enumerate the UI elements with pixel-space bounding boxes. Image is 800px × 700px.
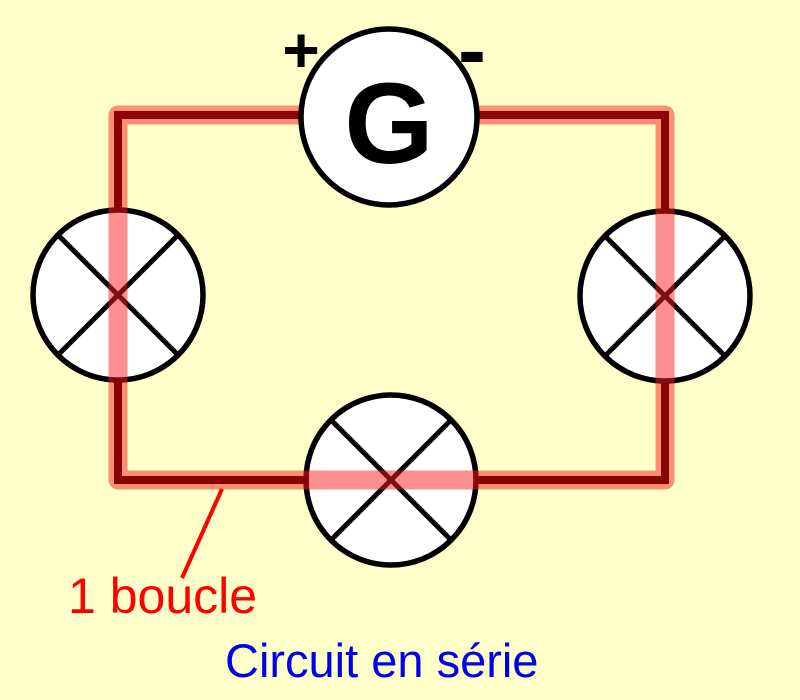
generator-body xyxy=(298,26,480,208)
loop-annotation-label: 1 boucle xyxy=(68,568,257,624)
positive-terminal-label: + xyxy=(282,14,319,86)
annotation-callout-line xyxy=(180,488,224,579)
generator-label: G xyxy=(344,60,433,188)
diagram-caption: Circuit en série xyxy=(225,634,538,687)
generator-icon: G xyxy=(298,26,480,208)
negative-terminal-label: - xyxy=(458,3,486,97)
circuit-wire xyxy=(114,111,669,484)
